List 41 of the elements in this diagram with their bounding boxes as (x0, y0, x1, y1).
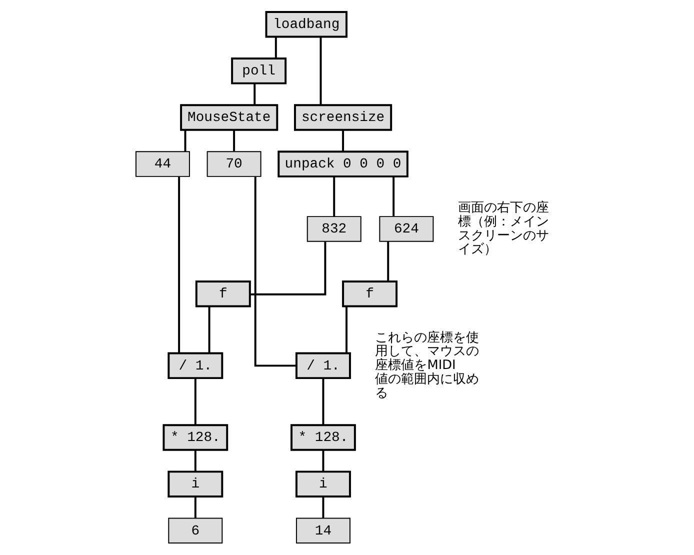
connector (322, 450, 324, 472)
label: 画面の右下の座標（例：メインスクリーンのサイズ） (458, 200, 549, 258)
label: これらの座標を使用して、マウスの座標値をMIDI値の範囲内に収める (375, 330, 480, 401)
node-box: 624 (379, 216, 434, 242)
connector (194, 496, 196, 518)
node-box: f (195, 280, 251, 308)
node-box: 832 (306, 216, 362, 242)
connector (194, 378, 196, 425)
connector (274, 37, 277, 58)
connector (333, 176, 336, 216)
node-box: i (168, 470, 224, 498)
node-box: / 1. (295, 352, 351, 380)
node-box: poll (231, 58, 287, 84)
connector (322, 496, 324, 518)
node-box: f (342, 280, 398, 308)
node-box: * 128. (162, 424, 228, 451)
node-box: 14 (296, 518, 350, 544)
node-box: loadbang (265, 10, 348, 38)
node-box: 70 (206, 151, 262, 177)
node-box: screensize (294, 104, 392, 131)
node-box: MouseState (180, 104, 278, 131)
node-box: 44 (135, 151, 190, 177)
connector (387, 241, 390, 282)
node-box: unpack 0 0 0 0 (278, 150, 408, 178)
node-box: / 1. (168, 352, 224, 380)
node-box: * 128. (290, 424, 356, 451)
connector (320, 36, 322, 105)
node-box: i (295, 470, 351, 498)
connector (233, 130, 236, 152)
connector (392, 176, 395, 216)
connector (178, 176, 180, 353)
connector (208, 306, 210, 353)
connector (254, 176, 296, 367)
connector (194, 450, 196, 472)
connector (346, 306, 348, 353)
connector (250, 242, 326, 296)
connector (342, 130, 344, 152)
connector (184, 130, 186, 152)
connector (322, 378, 324, 425)
node-box: 6 (168, 518, 223, 544)
connector (254, 84, 256, 106)
